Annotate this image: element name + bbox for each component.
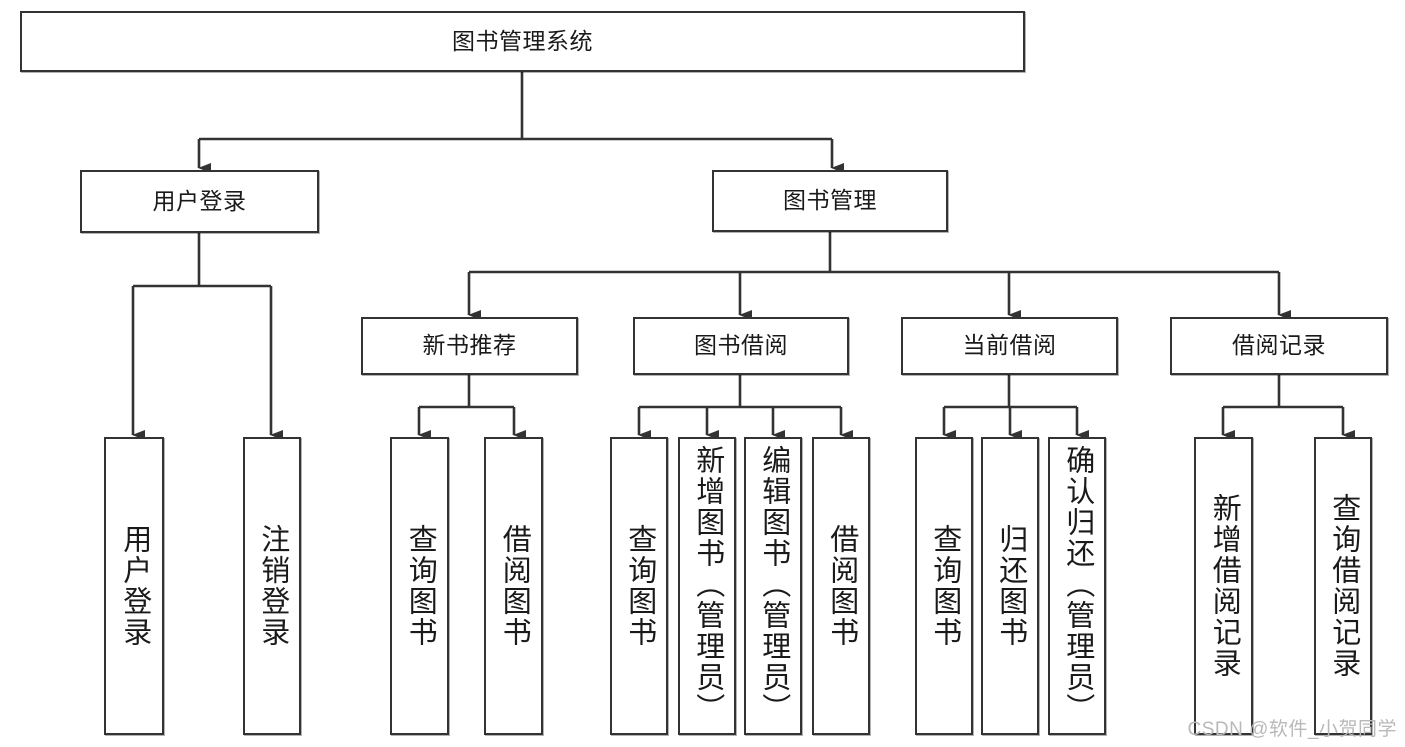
node-label: 新增借阅记录: [1208, 493, 1241, 679]
node-new-book-recommend[interactable]: 新书推荐: [361, 317, 578, 375]
leaf-query-book-current[interactable]: 查询图书: [915, 437, 973, 735]
node-book-borrow[interactable]: 图书借阅: [633, 317, 849, 375]
node-label: 归还图书: [994, 524, 1027, 648]
node-label: 查询图书: [404, 524, 437, 648]
node-label: 查询图书: [623, 524, 656, 648]
node-book-management[interactable]: 图书管理: [712, 170, 948, 232]
node-label: 注销登录: [256, 524, 289, 648]
leaf-query-book-recommend[interactable]: 查询图书: [390, 437, 449, 735]
leaf-add-book-admin[interactable]: 新增图书（管理员）: [678, 437, 736, 735]
node-borrow-record[interactable]: 借阅记录: [1170, 317, 1388, 375]
node-label: 当前借阅: [962, 332, 1057, 359]
node-label: 图书管理: [783, 187, 877, 214]
node-label: 用户登录: [118, 524, 151, 648]
node-label: 确认归还（管理员）: [1061, 445, 1094, 724]
node-label: 借阅图书: [825, 524, 858, 648]
node-label: 借阅记录: [1232, 332, 1326, 359]
node-label: 用户登录: [152, 187, 247, 214]
leaf-borrow-book-recommend[interactable]: 借阅图书: [484, 437, 543, 735]
leaf-borrow-book[interactable]: 借阅图书: [812, 437, 870, 735]
leaf-query-book-borrow[interactable]: 查询图书: [610, 437, 668, 735]
node-label: 图书借阅: [694, 332, 788, 359]
leaf-confirm-return-admin[interactable]: 确认归还（管理员）: [1048, 437, 1106, 735]
node-current-borrow[interactable]: 当前借阅: [901, 317, 1118, 375]
node-root[interactable]: 图书管理系统: [20, 11, 1025, 72]
node-label: 图书管理系统: [452, 27, 593, 54]
node-label: 新书推荐: [422, 332, 517, 359]
leaf-logout[interactable]: 注销登录: [243, 437, 301, 735]
node-label: 编辑图书（管理员）: [757, 445, 790, 724]
leaf-edit-book-admin[interactable]: 编辑图书（管理员）: [744, 437, 802, 735]
leaf-add-borrow-record[interactable]: 新增借阅记录: [1194, 437, 1253, 735]
node-label: 查询借阅记录: [1327, 493, 1360, 679]
node-label: 查询图书: [928, 524, 961, 648]
node-label: 借阅图书: [498, 524, 531, 648]
leaf-return-book[interactable]: 归还图书: [981, 437, 1039, 735]
leaf-query-borrow-record[interactable]: 查询借阅记录: [1314, 437, 1372, 735]
leaf-user-login[interactable]: 用户登录: [104, 437, 164, 735]
node-label: 新增图书（管理员）: [691, 445, 724, 724]
node-user-login[interactable]: 用户登录: [80, 170, 319, 233]
